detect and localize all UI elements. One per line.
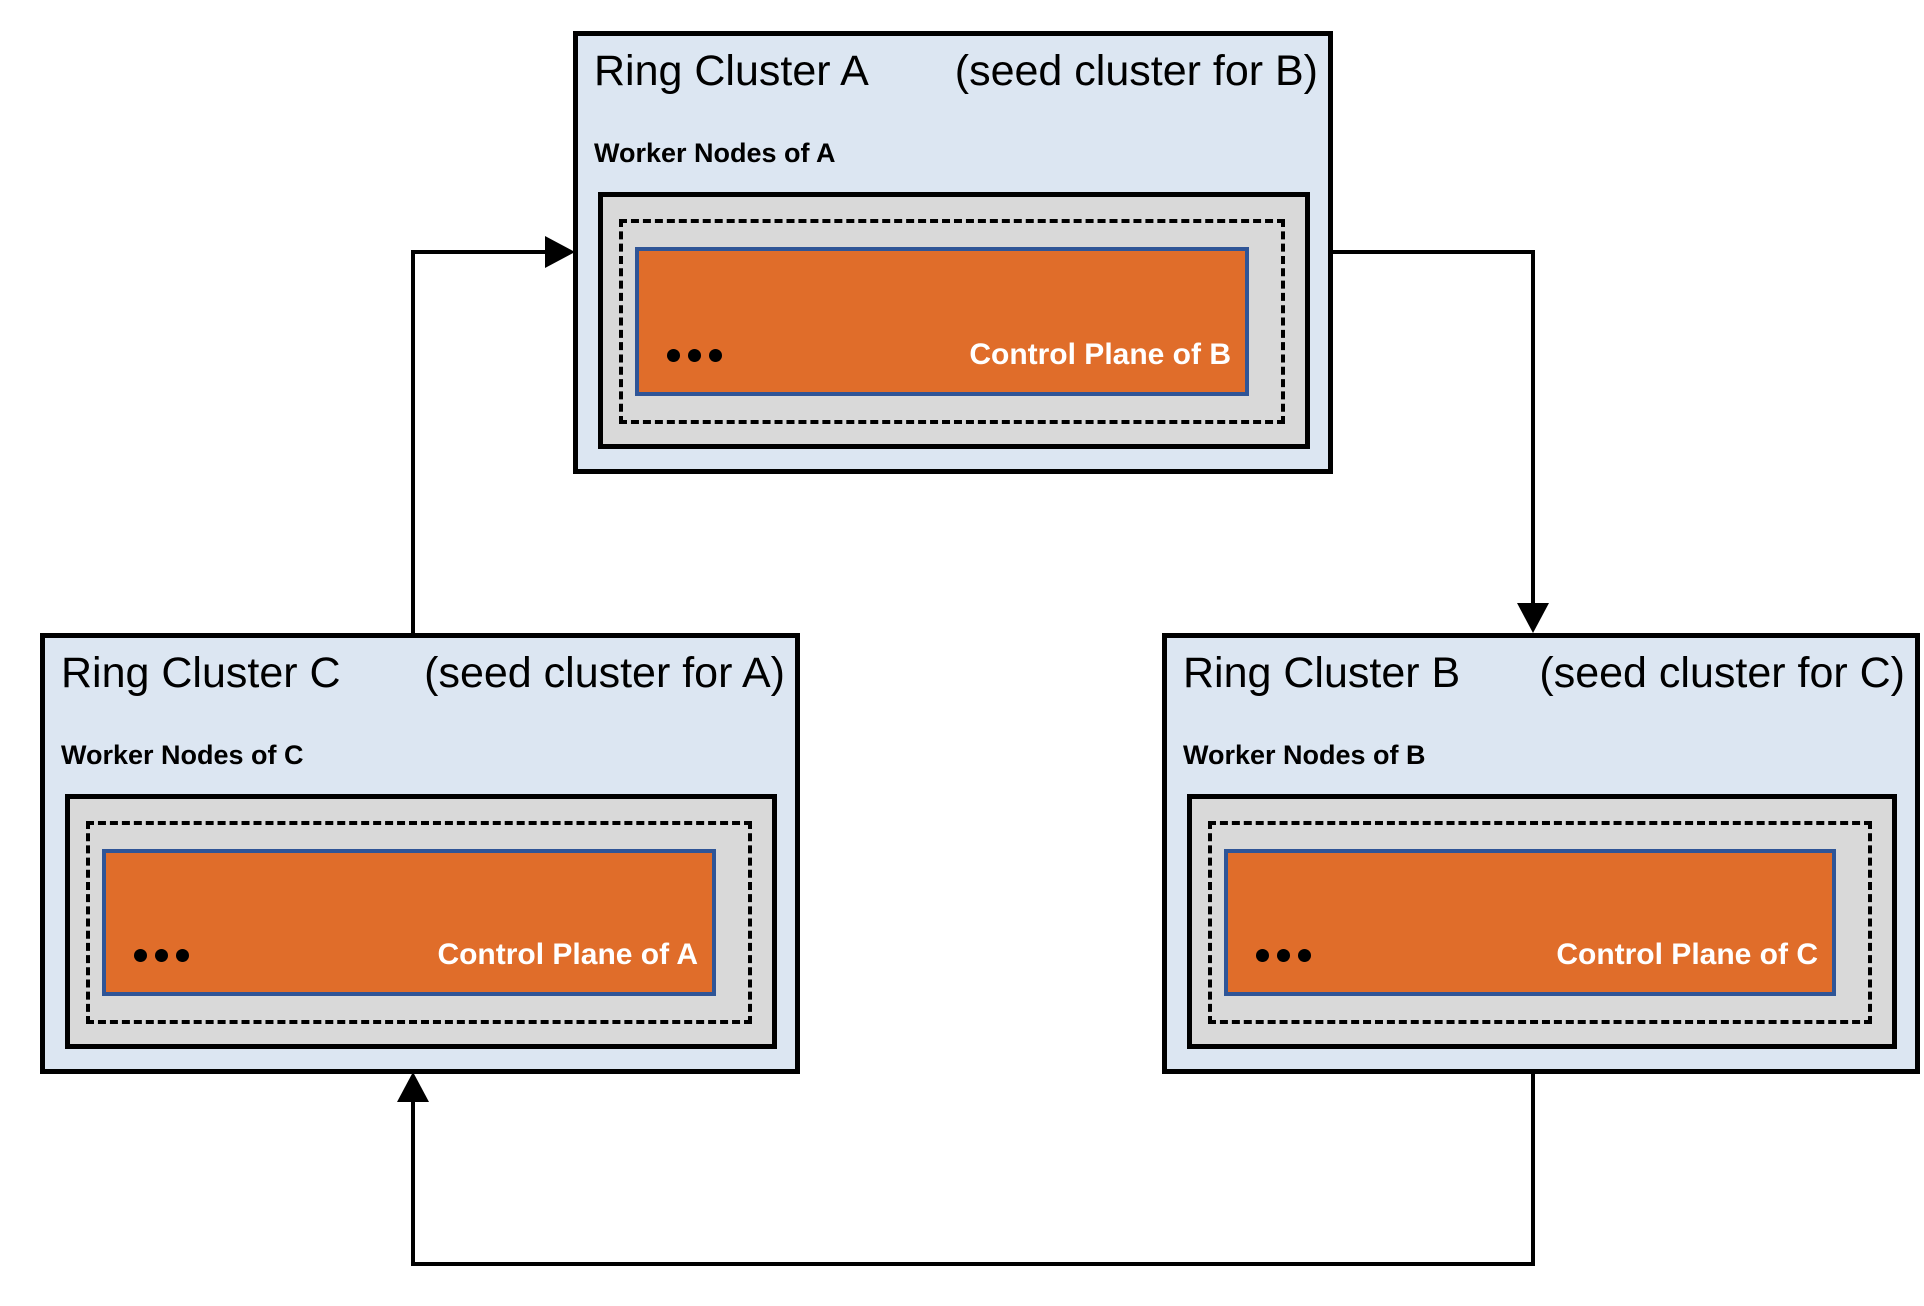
cluster-b: Ring Cluster B (seed cluster for C) Work… bbox=[1162, 633, 1920, 1074]
cluster-b-control-plane-box: Control Plane of C bbox=[1224, 849, 1836, 996]
cluster-a-title-row: Ring Cluster A (seed cluster for B) bbox=[594, 46, 1318, 98]
arrow-a-to-b-vertical-segment bbox=[1531, 250, 1535, 605]
ellipsis-dots-icon bbox=[667, 348, 722, 362]
cluster-a-control-plane-row: Control Plane of B bbox=[667, 338, 1231, 372]
cluster-c-title: Ring Cluster C bbox=[61, 649, 341, 697]
cluster-c-subtitle: (seed cluster for A) bbox=[424, 649, 785, 697]
arrow-c-to-a-vertical-segment bbox=[411, 252, 415, 633]
cluster-c: Ring Cluster C (seed cluster for A) Work… bbox=[40, 633, 800, 1074]
cluster-a-title: Ring Cluster A bbox=[594, 47, 869, 95]
ellipsis-dots-icon bbox=[134, 948, 189, 962]
cluster-b-title-row: Ring Cluster B (seed cluster for C) bbox=[1183, 648, 1905, 700]
arrow-c-to-a-arrowhead-icon bbox=[545, 236, 575, 268]
cluster-a: Ring Cluster A (seed cluster for B) Work… bbox=[573, 31, 1333, 474]
arrow-c-to-a-horizontal-segment bbox=[411, 250, 547, 254]
cluster-c-control-plane-box: Control Plane of A bbox=[102, 849, 716, 996]
arrow-b-to-c-bottom-segment bbox=[411, 1262, 1535, 1266]
cluster-c-control-plane-row: Control Plane of A bbox=[134, 938, 698, 972]
arrow-b-to-c-up-segment bbox=[411, 1100, 415, 1266]
arrow-a-to-b-horizontal-segment bbox=[1333, 250, 1535, 254]
cluster-c-control-plane-label: Control Plane of A bbox=[437, 938, 698, 971]
cluster-c-worker-nodes-box: Control Plane of A bbox=[65, 794, 777, 1049]
arrow-a-to-b-arrowhead-icon bbox=[1517, 603, 1549, 633]
ellipsis-dots-icon bbox=[1256, 948, 1311, 962]
cluster-b-worker-nodes-label: Worker Nodes of B bbox=[1183, 740, 1426, 770]
cluster-a-ring-boundary: Control Plane of B bbox=[619, 219, 1285, 424]
cluster-a-control-plane-box: Control Plane of B bbox=[635, 247, 1249, 396]
cluster-a-worker-nodes-label: Worker Nodes of A bbox=[594, 138, 836, 168]
cluster-a-control-plane-label: Control Plane of B bbox=[969, 338, 1231, 371]
cluster-b-ring-boundary: Control Plane of C bbox=[1208, 821, 1872, 1024]
cluster-b-control-plane-label: Control Plane of C bbox=[1556, 938, 1818, 971]
cluster-b-control-plane-row: Control Plane of C bbox=[1256, 938, 1818, 972]
cluster-a-worker-nodes-box: Control Plane of B bbox=[598, 192, 1310, 449]
cluster-c-worker-nodes-label: Worker Nodes of C bbox=[61, 740, 304, 770]
arrow-b-to-c-down-segment bbox=[1531, 1074, 1535, 1266]
cluster-c-ring-boundary: Control Plane of A bbox=[86, 821, 752, 1024]
cluster-c-title-row: Ring Cluster C (seed cluster for A) bbox=[61, 648, 785, 700]
cluster-a-subtitle: (seed cluster for B) bbox=[954, 47, 1318, 95]
cluster-b-subtitle: (seed cluster for C) bbox=[1539, 649, 1905, 697]
cluster-b-title: Ring Cluster B bbox=[1183, 649, 1461, 697]
arrow-b-to-c-arrowhead-icon bbox=[397, 1072, 429, 1102]
cluster-b-worker-nodes-box: Control Plane of C bbox=[1187, 794, 1897, 1049]
